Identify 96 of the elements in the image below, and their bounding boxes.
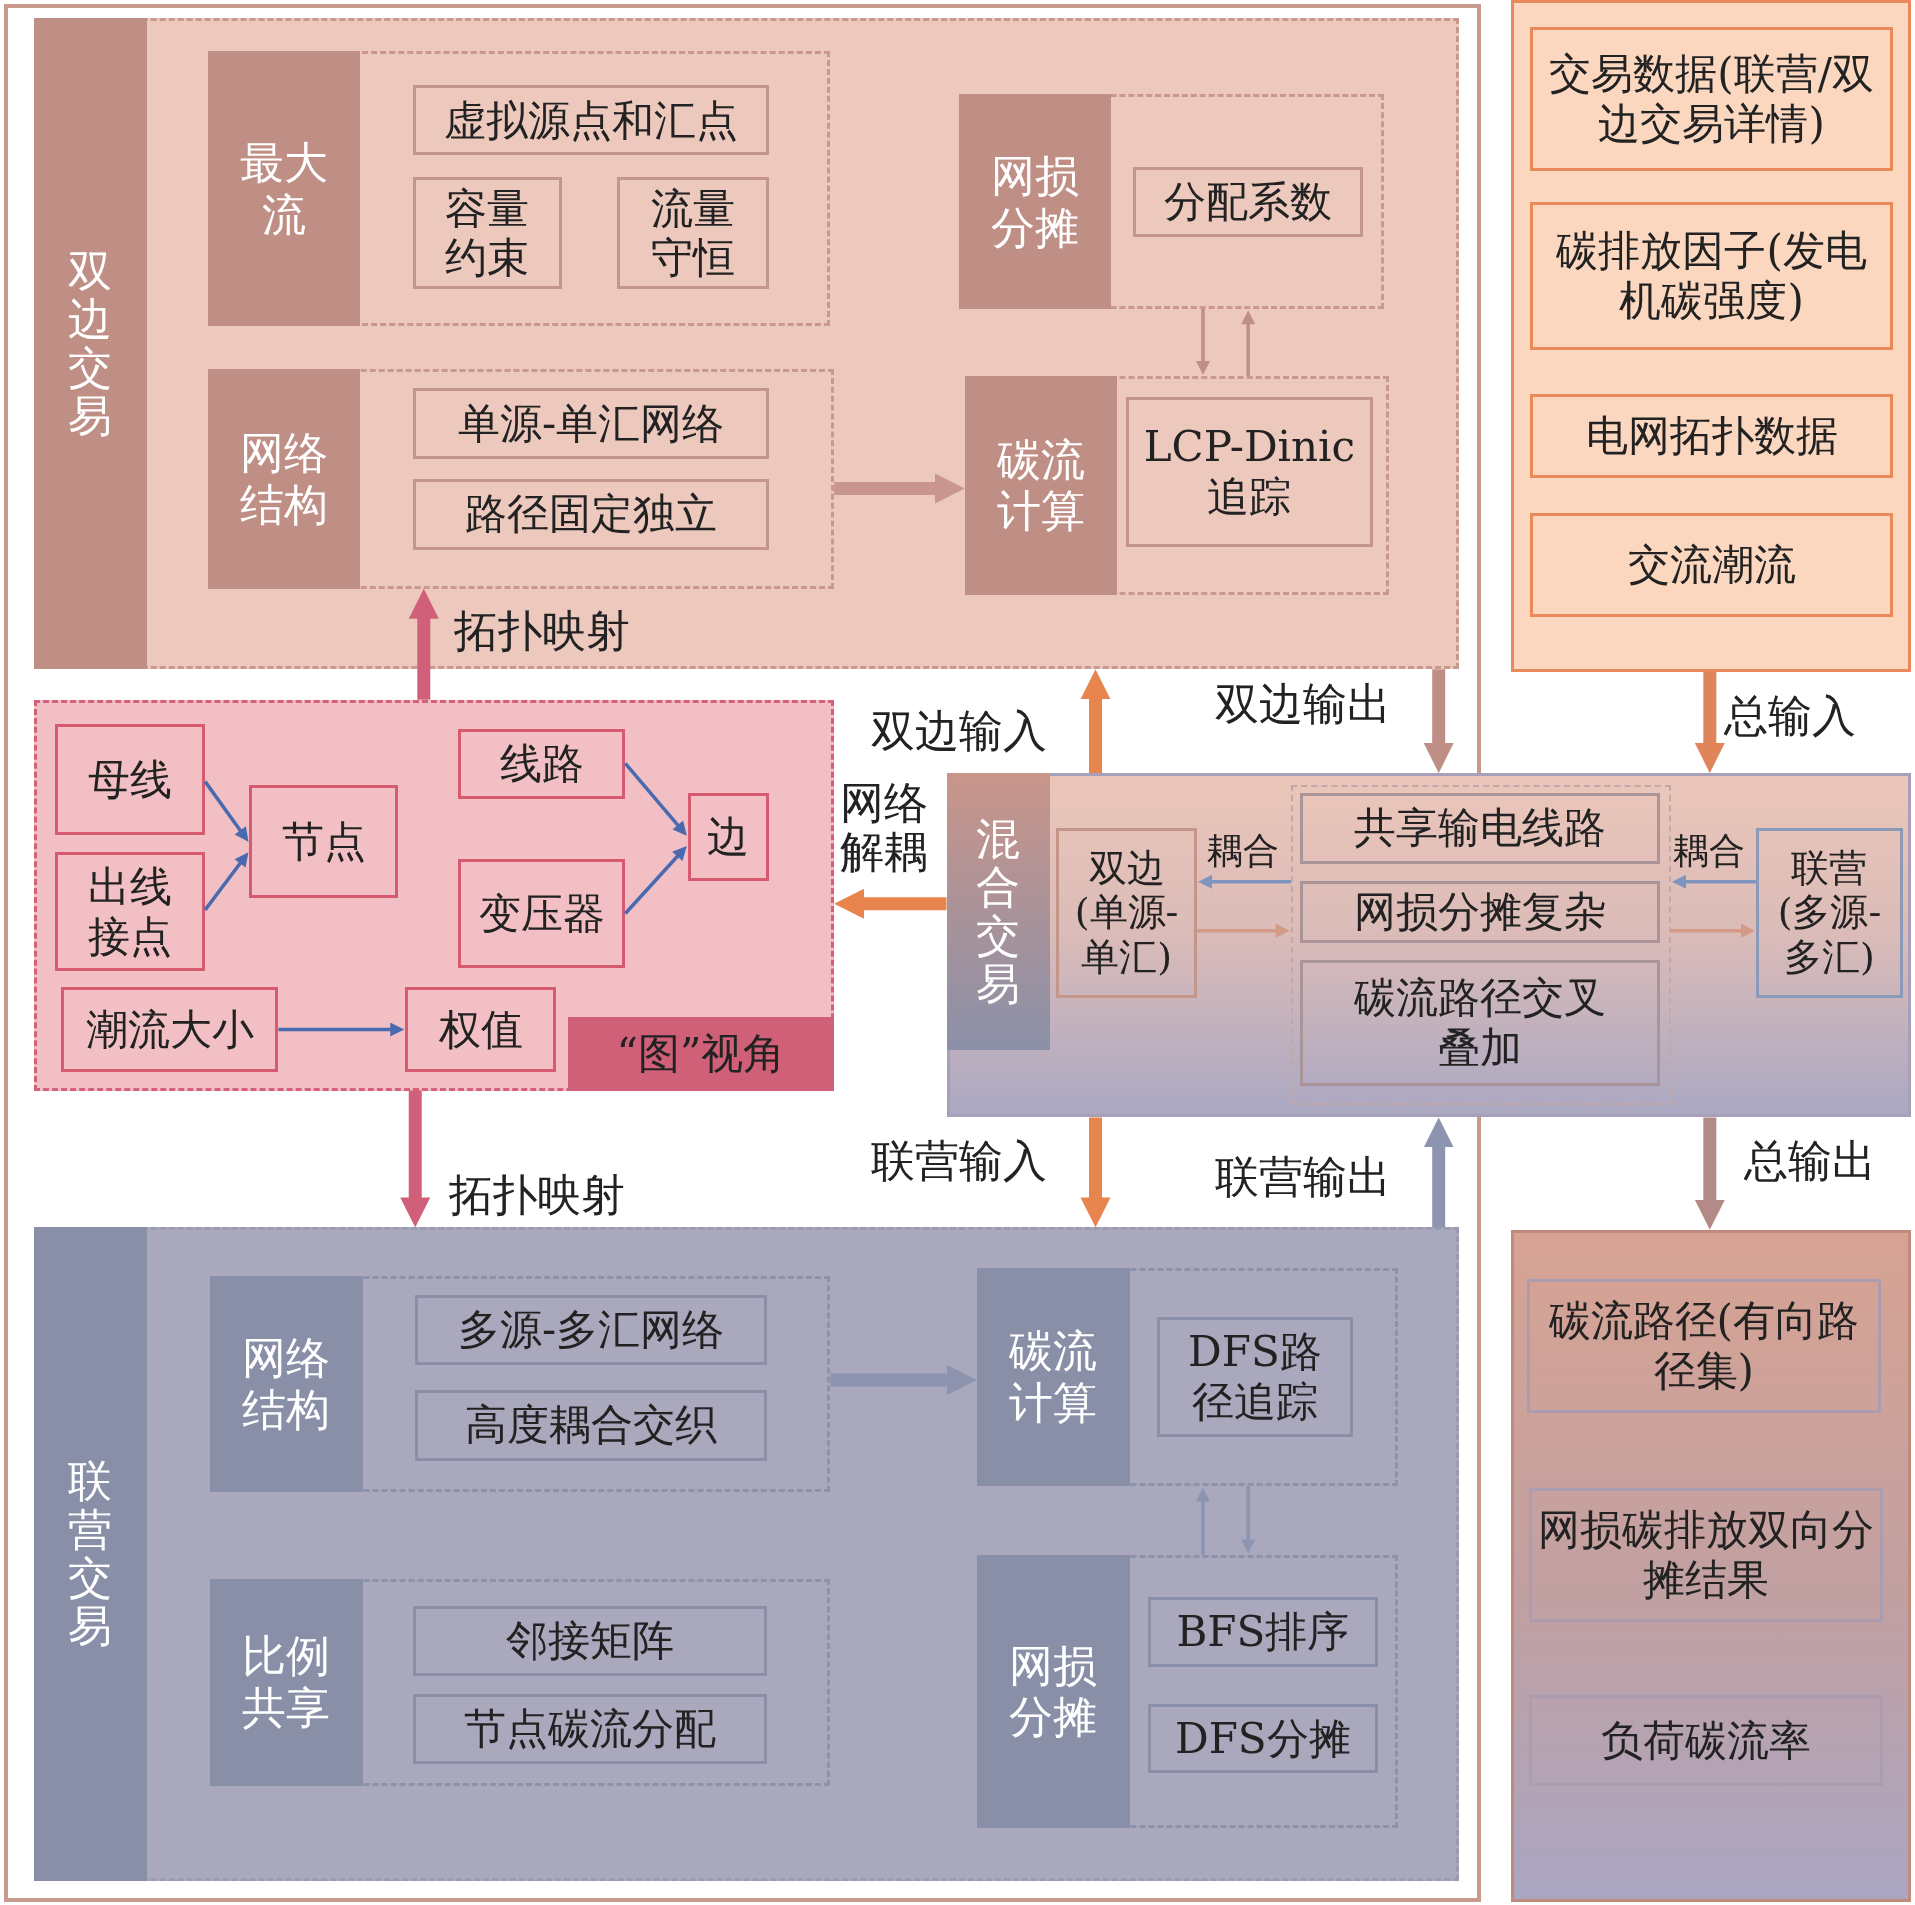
text-box: 网损碳排放双向分摊结果: [1529, 1487, 1884, 1622]
text-box: 潮流大小: [61, 986, 279, 1073]
text-box: 碳排放因子(发电机碳强度): [1530, 201, 1893, 351]
text-box: 交易数据(联营/双边交易详情): [1530, 26, 1893, 171]
text-box: 单源-单汇网络: [412, 388, 770, 460]
arrow: [1241, 1486, 1256, 1554]
graph-panel: [34, 699, 835, 1091]
arrow: [1671, 874, 1757, 889]
text-box: 高度耦合交织: [415, 1389, 767, 1461]
text-box: 共享输电线路: [1299, 792, 1660, 864]
arrow: [1670, 923, 1756, 938]
text-box: LCP-Dinic追踪: [1126, 396, 1373, 548]
arrow: [408, 588, 439, 700]
text-box: 双边(单源-单汇): [1056, 828, 1197, 998]
group-title: 网络结构: [210, 1276, 363, 1493]
text-box: 交流潮流: [1530, 512, 1893, 617]
dashed-group: [1290, 785, 1671, 1106]
text-box: 变压器: [457, 858, 626, 969]
arrow: [834, 888, 947, 919]
group-frame: [977, 1554, 1399, 1829]
trading-panel: [34, 18, 1460, 670]
group-frame: [210, 1579, 831, 1786]
arrow: [1196, 309, 1210, 375]
arrow: [834, 473, 965, 504]
group-title: 比例共享: [210, 1579, 363, 1786]
text-box: 节点碳流分配: [412, 1693, 767, 1764]
group-frame: [964, 376, 1389, 595]
group-frame: [977, 1267, 1399, 1487]
group-title: 碳流计算: [977, 1267, 1130, 1487]
panel-tab: “图”视角: [567, 1017, 835, 1091]
edge-label: 耦合: [1206, 830, 1279, 872]
edge-label: 双边输出: [1215, 679, 1392, 730]
text-box: 多源-多汇网络: [415, 1294, 767, 1366]
text-box: 容量约束: [412, 177, 562, 290]
panel-title: 混合交易: [946, 773, 1051, 1051]
arrow: [1198, 874, 1291, 889]
data-panel: [1510, 0, 1912, 672]
arrow: [278, 1022, 405, 1037]
group-frame: [207, 368, 835, 589]
text-box: DFS路径追踪: [1156, 1316, 1354, 1438]
edge-label: 总输入: [1724, 691, 1857, 742]
arrow: [1196, 1487, 1210, 1555]
group-title: 网络结构: [207, 368, 361, 589]
text-box: BFS排序: [1148, 1597, 1378, 1668]
arrow: [624, 846, 687, 915]
arrow: [1694, 1117, 1725, 1230]
panel-title: 联营交易: [34, 1227, 147, 1881]
text-box: 邻接矩阵: [412, 1606, 767, 1676]
arrow: [400, 1090, 431, 1228]
panel-title: 双边交易: [34, 18, 147, 670]
edge-label: 联营输出: [1215, 1151, 1392, 1203]
group-title: 网损分摊: [958, 94, 1112, 309]
arrow: [203, 780, 249, 842]
text-box: 节点: [249, 785, 399, 898]
text-box: 网损分摊复杂: [1299, 880, 1660, 944]
text-box: 分配系数: [1133, 167, 1363, 237]
text-box: 母线: [54, 724, 206, 836]
text-box: 权值: [405, 986, 556, 1073]
text-box: 出线接点: [54, 852, 206, 971]
group-title: 网损分摊: [977, 1554, 1130, 1829]
text-box: 负荷碳流率: [1529, 1695, 1884, 1786]
edge-label: 拓扑映射: [449, 1170, 626, 1221]
arrow: [1423, 669, 1454, 774]
text-box: 流量守恒: [616, 177, 770, 290]
arrow: [1196, 923, 1290, 938]
edge-label: 总输出: [1744, 1135, 1876, 1187]
text-box: 边: [687, 792, 770, 881]
arrow: [1080, 669, 1111, 774]
group-frame: [210, 1276, 831, 1493]
text-box: DFS分摊: [1148, 1703, 1378, 1774]
group-frame: [958, 94, 1384, 309]
edge-label: 网络解耦: [840, 779, 930, 876]
text-box: 线路: [457, 729, 626, 799]
arrow: [1080, 1117, 1111, 1228]
edge-label: 双边输入: [870, 705, 1047, 757]
edge-label: 耦合: [1673, 830, 1746, 872]
data-panel: [1510, 1229, 1912, 1902]
text-box: 路径固定独立: [412, 478, 770, 550]
arrow: [203, 852, 249, 911]
arrow: [1694, 671, 1725, 774]
trading-panel: [34, 1227, 1460, 1881]
group-frame: [207, 51, 831, 327]
arrow: [1423, 1117, 1454, 1228]
group-title: 最大流: [207, 51, 361, 327]
text-box: 碳流路径交叉叠加: [1299, 960, 1660, 1086]
text-box: 虚拟源点和汇点: [412, 85, 770, 156]
text-box: 联营(多源-多汇): [1756, 828, 1903, 998]
text-box: 电网拓扑数据: [1530, 394, 1893, 478]
arrow: [830, 1365, 978, 1396]
text-box: 碳流路径(有向路径集): [1526, 1278, 1881, 1413]
arrow: [623, 762, 687, 836]
group-title: 碳流计算: [964, 376, 1118, 595]
edge-label: 拓扑映射: [454, 605, 631, 657]
edge-label: 联营输入: [870, 1135, 1047, 1187]
trading-panel: [946, 773, 1912, 1118]
arrow: [1241, 310, 1256, 377]
